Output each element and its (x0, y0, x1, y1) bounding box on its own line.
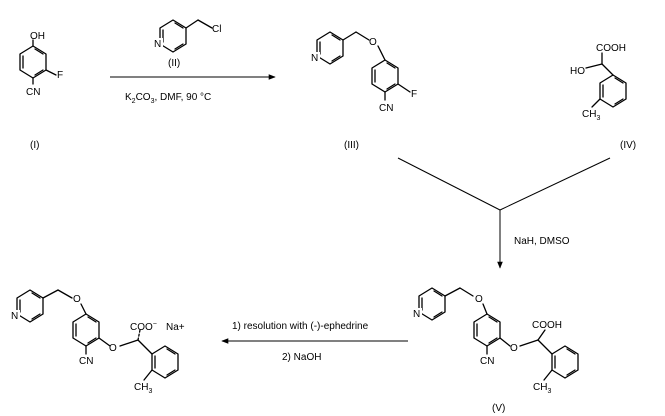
svg-text:O: O (109, 343, 117, 354)
svg-text:CN: CN (379, 103, 393, 114)
step3-line2: 2) NaOH (282, 352, 321, 363)
step2-conditions: NaH, DMSO (514, 236, 570, 247)
svg-text:CH3: CH3 (533, 382, 551, 395)
compound-label-III: (III) (344, 140, 359, 151)
atom-oh: OH (30, 31, 45, 42)
svg-text:N: N (11, 311, 18, 322)
compound-label-I: (I) (30, 140, 39, 151)
compound-label-IV: (IV) (620, 140, 636, 151)
svg-text:O: O (475, 294, 483, 305)
svg-text:CH3: CH3 (134, 382, 152, 395)
atom-n: N (154, 39, 161, 50)
svg-text:COOH: COOH (532, 320, 562, 331)
compound-label-II: (II) (168, 58, 180, 69)
compound-IV-structure: COOH HO CH3 (570, 43, 627, 122)
svg-text:CH3: CH3 (582, 109, 600, 122)
svg-text:CN: CN (480, 356, 494, 367)
svg-text:COOH: COOH (596, 43, 626, 54)
svg-text:O: O (369, 37, 377, 48)
compound-label-V: (V) (492, 403, 505, 414)
svg-text:CN: CN (79, 356, 93, 367)
step3-line1: 1) resolution with (-)-ephedrine (232, 321, 369, 332)
atom-cn: CN (26, 87, 40, 98)
svg-text:F: F (411, 89, 417, 100)
step1-conditions: K2CO3, DMF, 90 °C (125, 92, 211, 105)
atom-f: F (57, 70, 63, 81)
converge-line-left (397, 157, 501, 211)
svg-text:N: N (311, 53, 318, 64)
svg-text:O: O (510, 343, 518, 354)
converge-line-right (499, 157, 611, 211)
compound-I-structure: OH F CN (19, 31, 63, 98)
svg-text:COO−: COO− (130, 321, 157, 333)
compound-III-structure: N O F CN (310, 31, 417, 114)
svg-text:O: O (73, 294, 81, 305)
compound-II-structure: N Cl (153, 19, 221, 53)
svg-text:HO: HO (570, 66, 585, 77)
final-product-structure: N O O COO− Na+ CN CH3 (10, 289, 185, 395)
svg-text:N: N (413, 309, 420, 320)
compound-V-structure: N O O COOH CN CH3 (412, 287, 579, 395)
atom-cl: Cl (212, 24, 221, 35)
svg-text:Na+: Na+ (166, 322, 185, 333)
